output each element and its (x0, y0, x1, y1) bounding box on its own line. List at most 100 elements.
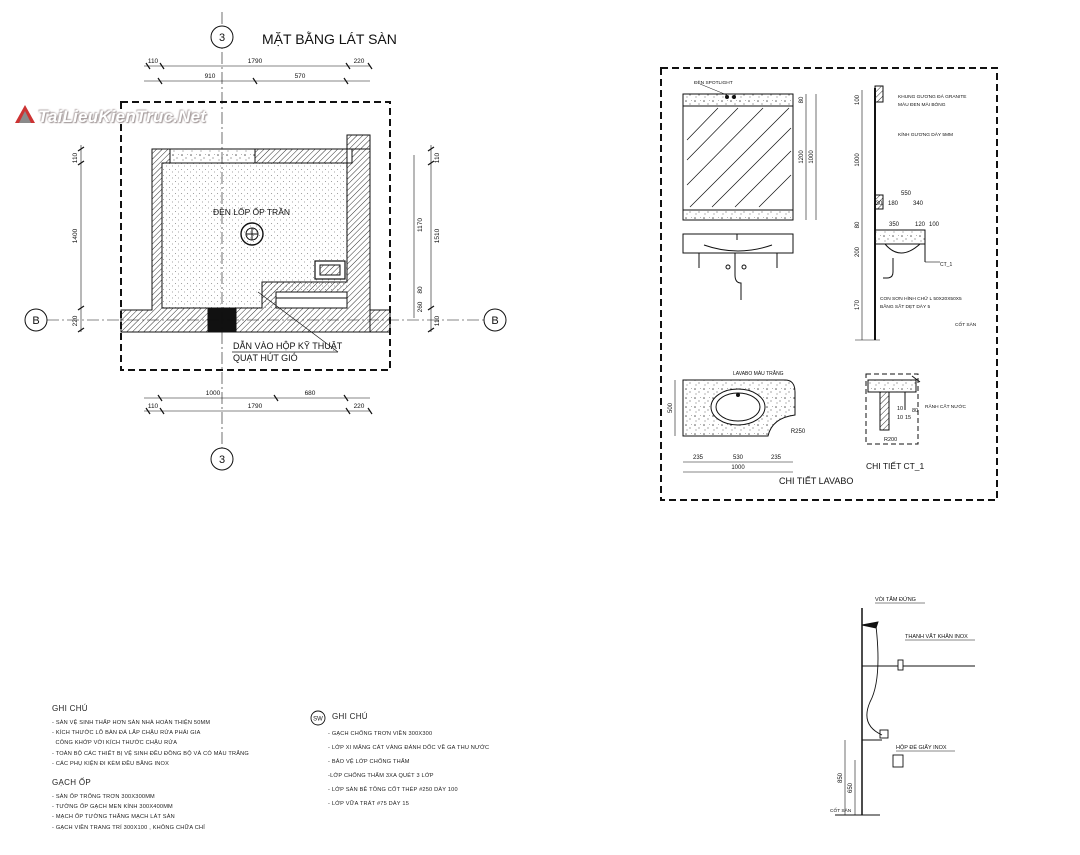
dim-left-1: 110 (72, 152, 79, 163)
dim-bottom-1: 1000 (206, 390, 221, 397)
dim-side-h6: 120 (915, 222, 926, 228)
tile-note-item: - TƯỜNG ỐP GẠCH MEN KÍNH 300X400MM (52, 804, 173, 811)
dim-side-h4: 340 (913, 201, 924, 207)
note-item: - TOÀN BỘ CÁC THIẾT BỊ VỆ SINH ĐỀU ĐỒNG … (52, 750, 249, 757)
ct1-dim-3: 15 (905, 415, 911, 421)
exhaust-fan-icon (314, 260, 346, 280)
watermark-text: TaiLieuKienTruc.Net (38, 107, 207, 126)
dim-side-4: 80 (855, 221, 861, 228)
mirror-front (682, 83, 794, 221)
label-paper-box: HỘP ĐỂ GIẤY INOX (896, 744, 947, 751)
dim-bottom-4: 1790 (248, 403, 263, 410)
axis-3-top-label: 3 (219, 32, 225, 44)
dim-side-h5: 350 (889, 222, 900, 228)
tile-note-item: - MẠCH ỐP TƯỜNG THẲNG MẠCH LÁT SÀN (52, 814, 175, 821)
ct1-note: RÃNH CẮT NƯỚC (925, 402, 966, 410)
ct1-dim-4: 80 (912, 408, 918, 414)
dim-mirror-2: 1200 (799, 150, 805, 164)
dim-left-2: 1400 (72, 228, 79, 243)
ceiling-light-icon (240, 222, 264, 246)
layer-note-item: - LỚP SÀN BÊ TÔNG CỐT THÉP #250 DÀY 100 (328, 787, 458, 793)
vanity-plan (674, 379, 796, 473)
note-item: - SÀN VỆ SINH THẤP HƠN SÀN NHÀ HOÀN THIỆ… (52, 720, 211, 726)
dim-top-4: 910 (205, 73, 216, 80)
notes2-heading: GHI CHÚ (332, 712, 368, 721)
lavabo-detail: ĐÈN SPOTLIGHT 80 1200 1000 (660, 67, 998, 501)
dim-side-5: 170 (855, 299, 861, 310)
note-item: - KÍCH THƯỚC LỖ BÀN ĐÁ LẮP CHẬU RỬA PHẢI… (52, 730, 201, 737)
ct1-dim-5: R200 (884, 437, 897, 443)
label-mirror-frame-1: KHUNG GƯƠNG ĐÁ GRANITE (898, 93, 966, 100)
dim-bottom-5: 220 (354, 403, 365, 410)
dim-side-h7: 100 (929, 222, 940, 228)
label-mirror-glass: KÍNH GƯƠNG DÀY 5MM (898, 131, 953, 138)
dim-top-5: 570 (295, 73, 306, 80)
axis-b-left-label: B (32, 315, 39, 327)
plan-boundary (120, 101, 391, 371)
fixtures-elevation (835, 602, 975, 816)
floor-plan: 3 3 B B MẶT BẰNG LÁT SÀN (24, 12, 507, 471)
dim-bottom-3: 110 (148, 403, 159, 410)
dim-right-inner-3: 80 (417, 286, 424, 294)
notes-general: GHI CHÚ - SÀN VỆ SINH THẤP HƠN SÀN NHÀ H… (52, 704, 249, 833)
watermark-logo-icon (15, 105, 35, 123)
dim-plan-5: 500 (668, 402, 674, 413)
tile-note-item: - SÀN ỐP TRỐNG TRƠN 300X300MM (52, 794, 155, 801)
detail-boundary (660, 67, 998, 501)
axis-b-right-label: B (491, 315, 498, 327)
axis-b-left-marker: B (24, 308, 48, 332)
tile-note-item: - GẠCH VIỀN TRANG TRÍ 300X100 , KHÔNG CH… (52, 824, 206, 831)
dim-mirror-3: 1000 (809, 150, 815, 164)
dim-top-1: 110 (148, 58, 159, 65)
layer-note-item: - LỚP VỮA TRÁT #75 DÀY 15 (328, 801, 410, 807)
layer-note-item: - GẠCH CHỐNG TRƠN VIỀN 300X300 (328, 731, 433, 737)
notes-floor-layers: GHI CHÚ - GẠCH CHỐNG TRƠN VIỀN 300X300 -… (328, 712, 489, 811)
label-steel-2: BẰNG SẮT DẸT DÀY 5 (880, 302, 930, 310)
walls (120, 134, 391, 333)
label-fan: QUẠT HÚT GIÓ (233, 353, 298, 363)
label-steel-1: CON SƠN HÌNH CHỮ L 50X20X50X5 (880, 295, 962, 302)
label-duct: DẪN VÀO HỘP KỸ THUẬT (233, 340, 343, 351)
vanity-front (682, 233, 794, 300)
dim-right-inner-1: 1170 (417, 218, 424, 232)
label-spotlight: ĐÈN SPOTLIGHT (694, 79, 733, 86)
label-fixture-floor: CỐT SÀN (830, 807, 852, 814)
side-section (855, 85, 940, 341)
note-item: CÔNG KHỚP VỚI KÍCH THƯỚC CHẬU RỬA (52, 740, 178, 747)
axis-3-bottom-label: 3 (219, 454, 225, 466)
dim-side-3: 200 (855, 246, 861, 257)
dim-side-h3: 180 (888, 201, 899, 207)
dim-fixture-1: 850 (838, 772, 844, 783)
dim-right-inner-2: 260 (417, 301, 424, 312)
dim-top-2: 1790 (248, 58, 263, 65)
axis-b-right-marker: B (483, 308, 507, 332)
dim-plan-2: 530 (733, 455, 744, 461)
dim-plan-6: R250 (791, 429, 806, 435)
dim-mirror-1: 80 (799, 96, 805, 103)
dim-plan-1: 235 (693, 455, 704, 461)
dim-plan-3: 235 (771, 455, 782, 461)
label-floor-level: CỐT SÀN (955, 321, 977, 328)
dim-right-2: 1510 (434, 228, 441, 243)
dim-right-3: 110 (434, 315, 441, 326)
axis-3-bottom-marker: 3 (210, 447, 234, 471)
ct1-dim-1: 10 (897, 406, 903, 412)
sw-tag-label: SW (313, 717, 323, 723)
dim-top-3: 220 (354, 58, 365, 65)
dim-bottom-2: 680 (305, 390, 316, 397)
lavabo-caption: CHI TIẾT LAVABO (779, 476, 853, 486)
dim-plan-4: 1000 (731, 465, 745, 471)
sw-tag: SW (310, 710, 326, 726)
layer-note-item: -LỚP CHỐNG THẤM 3XA QUÉT 3 LỚP (328, 773, 434, 779)
label-shower: VÒI TẮM ĐỨNG (875, 595, 916, 603)
label-ceiling-light: ĐÈN LỐP ỐP TRẦN (213, 206, 290, 217)
plan-title: MẶT BẰNG LÁT SÀN (262, 30, 397, 47)
watermark: TaiLieuKienTruc.Net (14, 104, 206, 127)
label-ct1-ref: CT_1 (940, 262, 952, 268)
dim-side-h2: 30 (876, 201, 883, 207)
ct1-dim-2: 10 (897, 415, 903, 421)
label-mirror-frame-2: MÀU ĐEN MÀI BÓNG (898, 101, 946, 108)
dim-fixture-2: 650 (848, 782, 854, 793)
label-basin: LAVABO MÀU TRẮNG (733, 369, 784, 377)
